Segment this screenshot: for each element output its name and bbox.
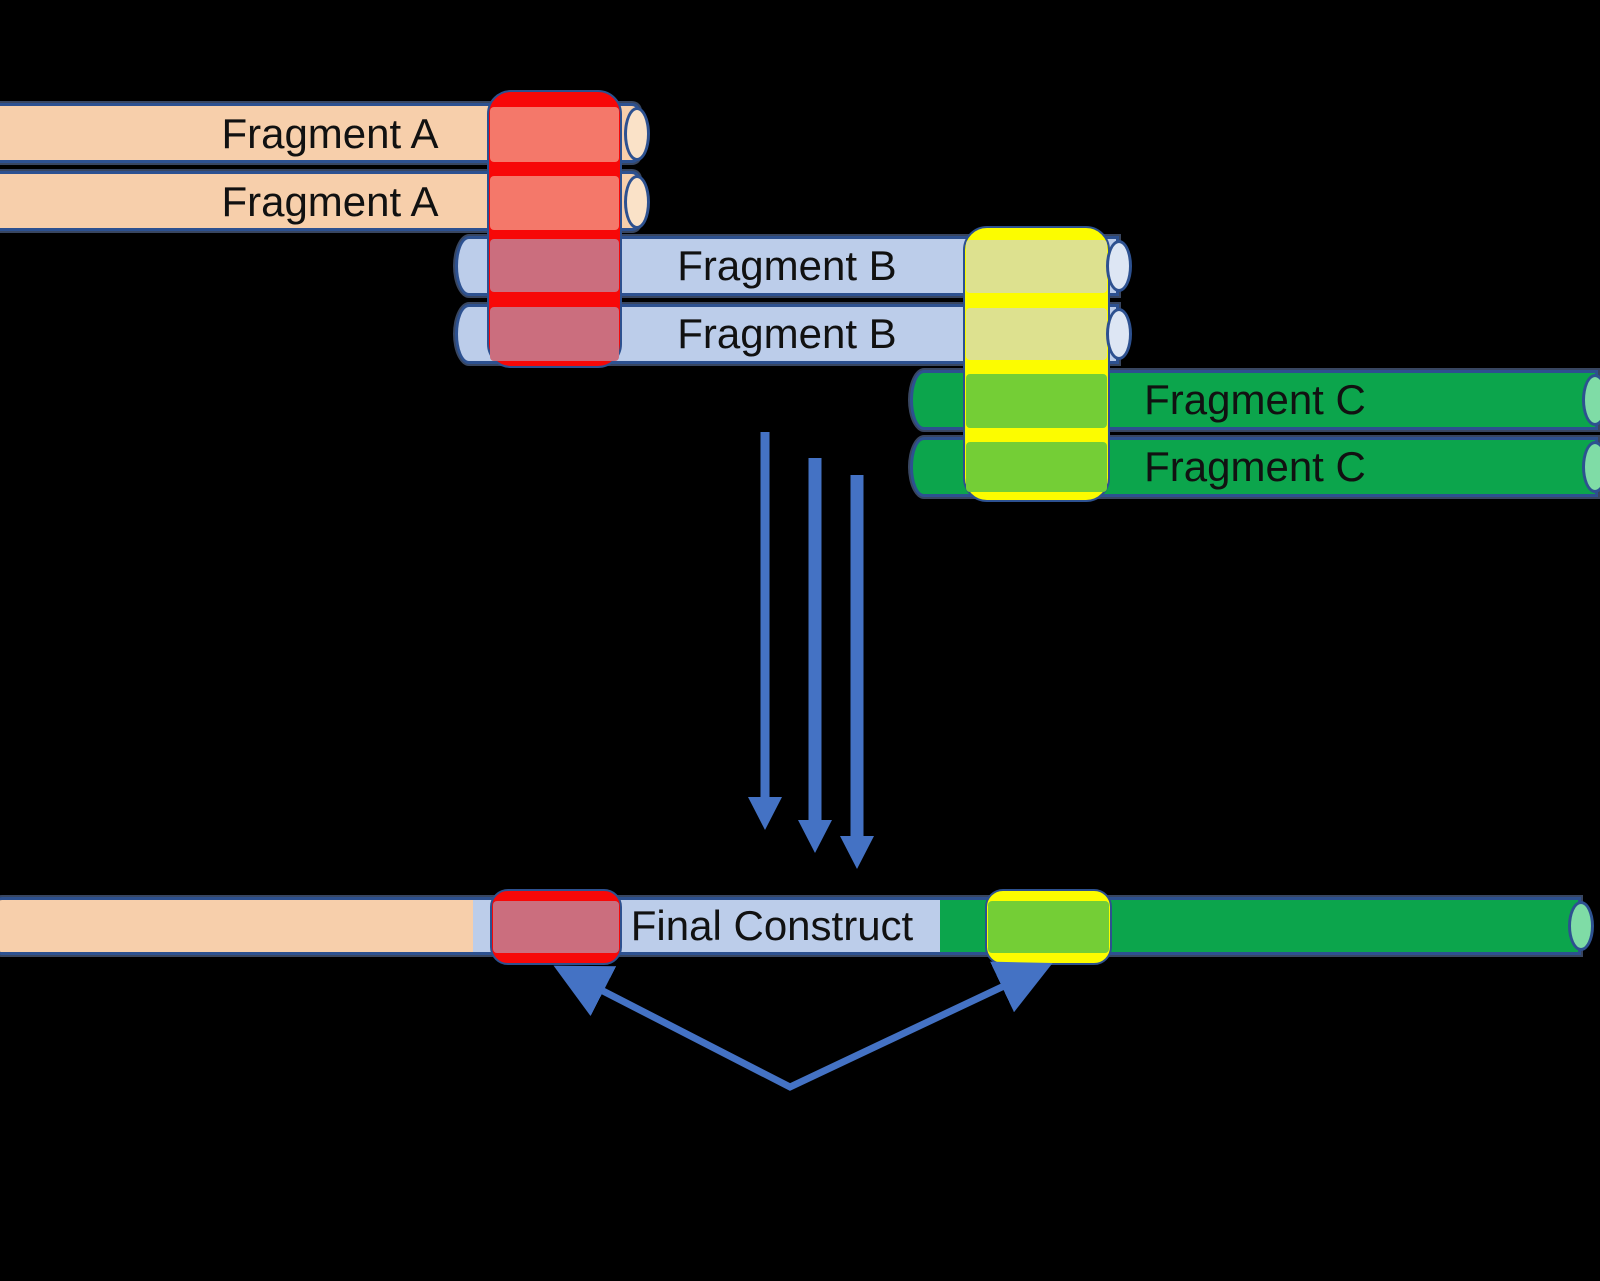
cylinder-cap-icon: [1582, 441, 1600, 493]
cylinder-cap-icon: [1106, 308, 1132, 360]
construct-junction-ab-fill: [493, 901, 619, 953]
cylinder-cap-icon: [624, 107, 650, 161]
overlap-bc-on-fragment-c: [966, 442, 1107, 492]
construct-junction-bc-fill: [988, 901, 1109, 953]
overlap-bc-on-fragment-c: [966, 374, 1107, 428]
cylinder-cap-icon: [1568, 901, 1594, 951]
cylinder-cap-icon: [624, 175, 650, 229]
fragment-a-label-1: Fragment A: [221, 110, 439, 157]
down-arrow-icon: [798, 458, 832, 853]
overlap-ab-on-fragment-a: [490, 107, 619, 162]
fragment-c-label-2: Fragment C: [1144, 443, 1366, 490]
overlap-ab-on-fragment-b: [490, 307, 619, 361]
down-arrow-icon: [840, 475, 874, 869]
final-construct-segment-a: [0, 900, 473, 952]
overlap-bc-on-fragment-b: [966, 240, 1107, 293]
overlap-ab-on-fragment-a: [490, 176, 619, 230]
cylinder-cap-icon: [1582, 374, 1600, 426]
overlap-bc-on-fragment-b: [966, 308, 1107, 360]
fragment-c-label-1: Fragment C: [1144, 376, 1366, 423]
junction-pointer-icon: [553, 961, 1053, 1091]
down-arrow-icon: [748, 432, 782, 830]
overlap-ab-on-fragment-b: [490, 239, 619, 292]
final-construct-label: Final Construct: [630, 902, 914, 949]
cylinder-cap-icon: [1106, 240, 1132, 292]
fragment-b-label-1: Fragment B: [677, 242, 897, 289]
fragment-a-label-2: Fragment A: [221, 178, 439, 225]
fragment-b-label-2: Fragment B: [677, 310, 897, 357]
